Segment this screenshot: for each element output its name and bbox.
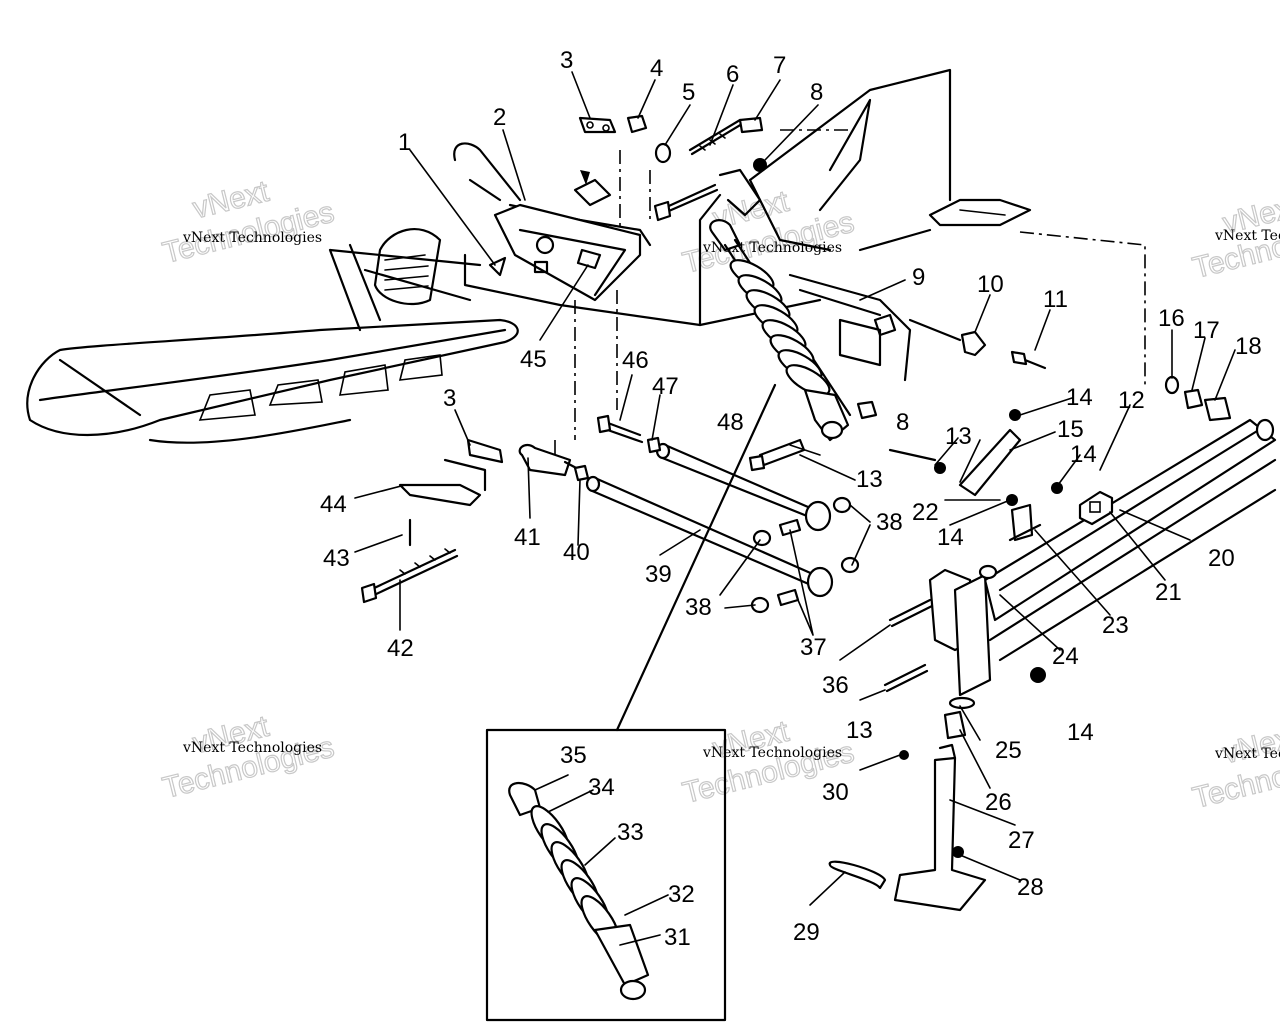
callout-labels: 1 2 3 4 5 6 7 8 9 10 11 12 16 17 18 14 1… <box>320 47 1262 951</box>
callout-48: 48 <box>717 409 744 436</box>
chassis-frame <box>463 68 1146 455</box>
callout-7: 7 <box>773 52 786 79</box>
callout-31: 31 <box>664 924 691 951</box>
callout-14: 14 <box>937 524 964 551</box>
watermark-text: vNext Technologies <box>182 230 322 246</box>
callout-40: 40 <box>563 539 590 566</box>
bolt-45 <box>576 248 602 270</box>
shock-absorber-main <box>709 168 878 442</box>
callout-1: 1 <box>398 129 411 156</box>
callout-41: 41 <box>514 524 541 551</box>
callout-30: 30 <box>822 779 849 806</box>
callout-39: 39 <box>645 561 672 588</box>
callout-28: 28 <box>1017 874 1044 901</box>
watermark-group: vNext Technologies vNext Technologies vN… <box>159 174 1280 816</box>
callout-8: 8 <box>810 79 823 106</box>
callout-11: 11 <box>1043 286 1068 313</box>
callout-5: 5 <box>682 79 695 106</box>
callout-24: 24 <box>1052 643 1079 670</box>
callout-13: 13 <box>846 717 873 744</box>
callout-13: 13 <box>856 466 883 493</box>
callout-12: 12 <box>1118 387 1145 414</box>
callout-46: 46 <box>622 347 649 374</box>
callout-45: 45 <box>520 346 547 373</box>
callout-10: 10 <box>977 271 1004 298</box>
top-hardware <box>578 114 767 222</box>
callout-43: 43 <box>323 545 350 572</box>
callout-22: 22 <box>912 499 939 526</box>
callout-23: 23 <box>1102 612 1129 639</box>
callout-38: 38 <box>876 509 903 536</box>
watermark-text: vNext Technologies <box>182 740 322 756</box>
ski-assembly <box>26 142 522 444</box>
callout-3: 3 <box>560 47 573 74</box>
shock-spring-coils <box>729 259 831 396</box>
callout-9: 9 <box>912 264 925 291</box>
callout-16: 16 <box>1158 305 1185 332</box>
callout-25: 25 <box>995 737 1022 764</box>
watermark-text: vNext Technologies <box>1214 746 1280 762</box>
callout-15: 15 <box>1057 416 1084 443</box>
callout-14: 14 <box>1070 441 1097 468</box>
callout-8: 8 <box>896 409 909 436</box>
tie-rods <box>585 442 860 614</box>
callout-20: 20 <box>1208 545 1235 572</box>
callout-14: 14 <box>1067 719 1094 746</box>
callout-36: 36 <box>822 672 849 699</box>
callout-18: 18 <box>1235 333 1262 360</box>
leader-lines <box>354 71 1236 946</box>
callout-27: 27 <box>1008 827 1035 854</box>
trailing-arm-assembly <box>983 375 1277 662</box>
callout-4: 4 <box>650 55 663 82</box>
callout-17: 17 <box>1193 317 1220 344</box>
left-hardware <box>360 414 662 604</box>
watermark-text: vNext Technologies <box>702 745 842 761</box>
callout-44: 44 <box>320 491 347 518</box>
callout-26: 26 <box>985 789 1012 816</box>
watermark-text: vNext Technologies <box>1214 228 1280 244</box>
callout-47: 47 <box>652 373 679 400</box>
callout-34: 34 <box>588 774 615 801</box>
callout-38: 38 <box>685 594 712 621</box>
callout-21: 21 <box>1155 579 1182 606</box>
shock-detail-inset <box>485 383 777 1022</box>
callout-33: 33 <box>617 819 644 846</box>
upper-mount-bracket <box>488 170 642 302</box>
callout-29: 29 <box>793 919 820 946</box>
callout-14: 14 <box>1066 384 1093 411</box>
callout-32: 32 <box>668 881 695 908</box>
callout-2: 2 <box>493 104 506 131</box>
callout-3: 3 <box>443 385 456 412</box>
steering-linkage <box>788 273 1047 382</box>
callout-37: 37 <box>800 634 827 661</box>
callout-6: 6 <box>726 61 739 88</box>
callout-35: 35 <box>560 742 587 769</box>
callout-13: 13 <box>945 423 972 450</box>
callout-42: 42 <box>387 635 414 662</box>
spindle-assembly <box>748 409 1063 912</box>
